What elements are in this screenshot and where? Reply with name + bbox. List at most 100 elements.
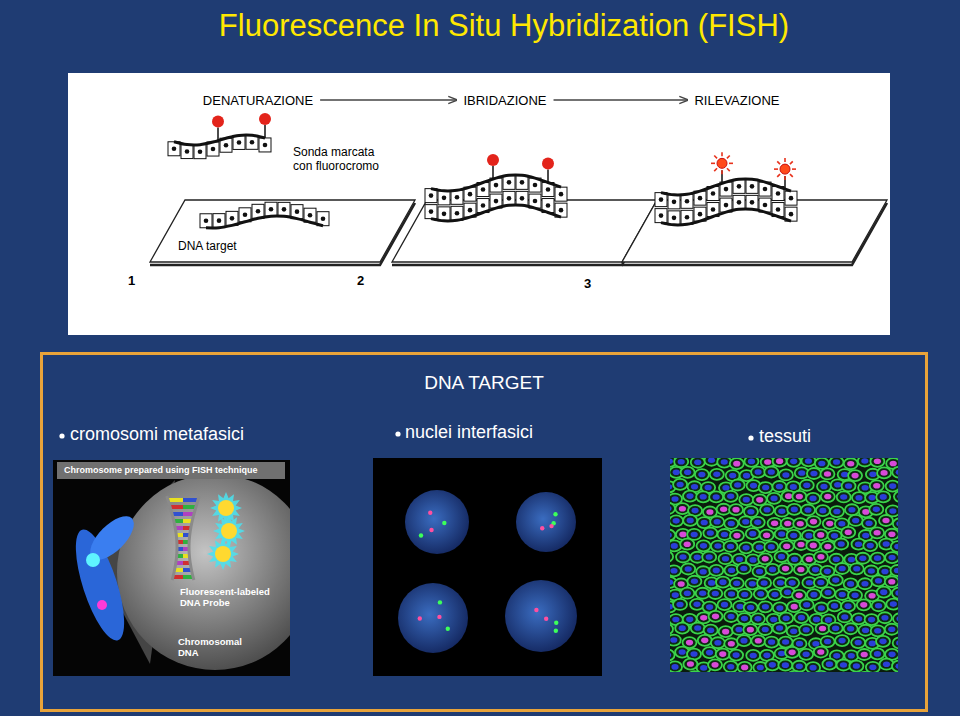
cell-nucleus: [764, 459, 771, 465]
base-mark: [211, 147, 216, 152]
tissue-cell: [766, 564, 780, 575]
flow-arrow: [320, 99, 456, 100]
cell-nucleus: [824, 544, 831, 550]
cell-nucleus: [810, 471, 817, 477]
cell-nucleus: [859, 555, 866, 561]
cell-nucleus: [803, 627, 810, 633]
cell-nucleus: [750, 483, 757, 489]
base-mark: [237, 140, 242, 145]
tissue-cell: [737, 563, 751, 574]
fluorescence-ray: [729, 163, 733, 165]
cell-nucleus: [678, 459, 685, 465]
cell-nucleus: [762, 485, 769, 491]
tissue-cell: [829, 575, 843, 586]
tissue-cell: [710, 516, 724, 527]
tissue-cell: [841, 601, 855, 612]
cell-nucleus: [853, 566, 860, 572]
cell-nucleus: [855, 541, 862, 547]
nucleus: [505, 580, 577, 652]
cell-nucleus: [868, 617, 875, 623]
cell-nucleus: [728, 591, 735, 597]
fish-signal: [553, 512, 557, 516]
probe-signal: [86, 553, 100, 567]
cell-nucleus: [742, 519, 749, 525]
cell-nucleus: [844, 603, 851, 609]
tissue-cell: [683, 515, 697, 526]
dna-base: [785, 191, 797, 205]
cell-nucleus: [712, 591, 719, 597]
cell-nucleus: [741, 616, 748, 622]
tissue-cell: [675, 623, 689, 634]
tissue-cell: [764, 467, 778, 478]
tissue-cell: [871, 553, 885, 564]
bullet: [59, 433, 64, 438]
fish-signal: [438, 600, 442, 604]
cell-nucleus: [728, 641, 735, 647]
cell-nucleus: [732, 652, 739, 658]
cell-nucleus: [762, 556, 769, 562]
label-area: Fluorescent-labeled DNA Probe: [180, 586, 272, 609]
cell-nucleus: [778, 554, 785, 560]
cell-nucleus: [847, 461, 854, 467]
cell-nucleus: [727, 664, 734, 670]
fluorescence-ray: [727, 156, 730, 159]
step-label: RILEVAZIONE: [691, 92, 782, 109]
tissue-cell: [697, 540, 711, 551]
tissue-cell: [870, 527, 884, 538]
tissue-cell: [807, 468, 821, 479]
dna-rung: [168, 498, 183, 502]
base-mark: [533, 199, 538, 204]
cell-nucleus: [707, 530, 714, 536]
cell-nucleus: [883, 541, 890, 547]
cell-nucleus: [734, 482, 741, 488]
tissue-cell: [670, 650, 675, 661]
slide-title: Fluorescence In Situ Hybridization (FISH…: [48, 8, 960, 44]
base-mark: [429, 193, 434, 198]
tissue-cell: [788, 554, 802, 565]
cell-nucleus: [862, 509, 869, 515]
process-panel: [68, 73, 890, 335]
tissue-cell: [852, 613, 866, 624]
cell-nucleus: [833, 459, 840, 465]
tissue-cell: [751, 613, 765, 624]
cell-nucleus: [841, 472, 848, 478]
cell-nucleus: [861, 458, 868, 464]
base-mark: [724, 187, 729, 192]
cell-nucleus: [735, 627, 742, 633]
cell-nucleus: [874, 459, 881, 465]
cell-nucleus: [839, 592, 846, 598]
fish-signal: [442, 521, 446, 525]
tissue-cell: [670, 530, 675, 541]
cell-nucleus: [895, 663, 898, 669]
base-mark: [685, 199, 690, 204]
cell-nucleus: [845, 483, 852, 489]
tissue-cell: [753, 566, 767, 577]
tissue-cell: [814, 577, 828, 588]
cell-nucleus: [722, 556, 729, 562]
cell-nucleus: [677, 482, 684, 488]
cell-nucleus: [776, 625, 783, 631]
cell-nucleus: [889, 483, 896, 489]
cell-nucleus: [791, 507, 798, 513]
tissue-cell: [768, 518, 782, 529]
cell-nucleus: [687, 661, 694, 667]
cell-nucleus: [749, 581, 756, 587]
fluorescence-ray: [711, 163, 715, 165]
tissue-cell: [670, 671, 675, 672]
tissue-cell: [857, 649, 871, 660]
cell-nucleus: [670, 652, 671, 658]
cell-nucleus: [875, 603, 882, 609]
zoom-circle: [117, 474, 290, 670]
dna-base: [655, 209, 667, 223]
cell-nucleus: [768, 469, 775, 475]
tissue-cell: [719, 626, 733, 637]
cell-nucleus: [869, 471, 876, 477]
tissue-cell: [751, 517, 765, 528]
cell-nucleus: [796, 641, 803, 647]
dna-base: [425, 205, 437, 219]
tissue-cell: [739, 494, 753, 505]
base-mark: [172, 146, 177, 151]
tissue-cell: [866, 662, 880, 672]
tissue-cell: [856, 553, 870, 564]
tissue-cell: [890, 565, 898, 576]
